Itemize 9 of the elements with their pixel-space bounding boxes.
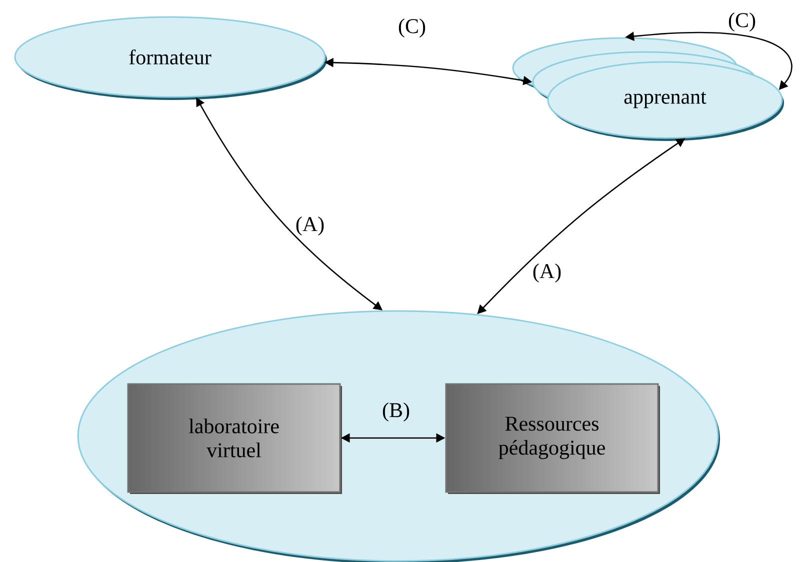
stacked-ellipse-node: apprenant: [512, 37, 784, 141]
edge-label: (C): [398, 18, 426, 38]
edge-label: (B): [382, 402, 410, 422]
process-box: laboratoire virtuel: [127, 383, 342, 494]
edge-label: (A): [296, 216, 324, 236]
edge-label: (C): [728, 12, 756, 32]
ellipse-node: formateur: [14, 16, 327, 100]
process-box: Ressources pédagogique: [445, 383, 660, 494]
edge-label: (A): [533, 263, 561, 282]
